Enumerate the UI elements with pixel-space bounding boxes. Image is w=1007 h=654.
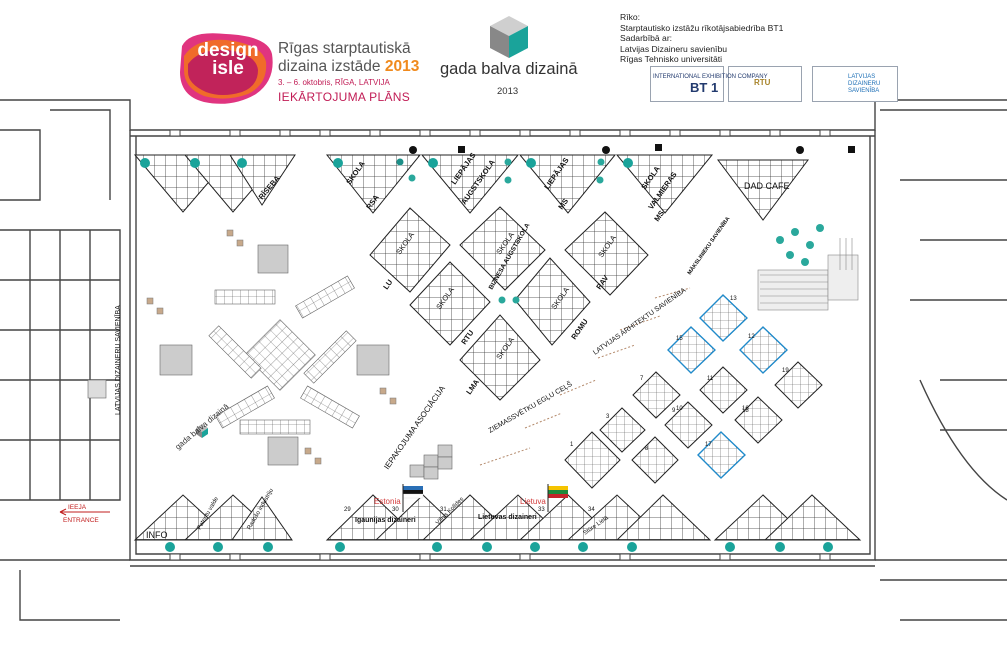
stand-number: 9: [672, 408, 676, 414]
stand-number: 16: [742, 406, 749, 412]
gbd-cube-icon: [490, 16, 528, 58]
organizers-line4: Latvijas Dizaineru savienību: [620, 43, 728, 54]
stand-number: 3: [606, 414, 610, 420]
estonia-flag: [402, 484, 424, 512]
sponsor-lds-line3: SAVIENĪBA: [848, 88, 880, 94]
stand-number: 1: [570, 442, 574, 448]
stand-number: 13: [730, 296, 737, 302]
sponsor-lds-line2: DIZAINERU: [848, 81, 881, 87]
stand-number: 34: [588, 507, 595, 513]
stand-number: 29: [344, 507, 351, 513]
sponsor-bt1-subtitle: INTERNATIONAL EXHIBITION COMPANY: [653, 74, 768, 80]
label-igaunijas: Igaunijas dizaineri: [355, 517, 416, 524]
sponsor-rtu-name: RTU: [754, 78, 771, 87]
decorative-paths: [479, 287, 691, 466]
stand-number: 31: [440, 507, 447, 513]
award-cube-icon: [196, 424, 208, 438]
wall-columns: [169, 129, 831, 561]
sponsor-lds[interactable]: [812, 66, 898, 102]
label-entrance-lv: IEEJA: [68, 504, 87, 511]
label-lds: LATVIJAS DIZAINERU SAVIENĪBA: [114, 305, 122, 415]
label-lithuania: Lietuva: [520, 497, 546, 506]
organizers-line1: Rīko:: [620, 12, 641, 22]
fair-title: Rīgas starptautiskā dizaina izstāde 2013: [278, 40, 419, 76]
stand-number: 30: [392, 507, 399, 513]
fair-plan-title: IEKĀRTOJUMA PLĀNS: [278, 90, 411, 104]
logo-line2: isle: [212, 58, 244, 79]
sponsor-lds-line1: LATVIJAS: [848, 74, 876, 80]
sponsor-bt1[interactable]: [650, 66, 724, 102]
fair-title-line1: Rīgas starptautiskā: [278, 40, 411, 57]
seat-rows: [760, 238, 853, 304]
top-stands: [133, 154, 809, 221]
stand-number: 19: [782, 368, 789, 374]
black-markers: [409, 144, 855, 154]
organizers-line2: Starptautisko izstāžu rīkotājsabiedrība …: [620, 22, 784, 33]
stand-number: 8: [645, 446, 649, 452]
stand-number: 11: [707, 376, 714, 382]
sponsor-rtu[interactable]: [728, 66, 802, 102]
label-lu: LU: [381, 278, 394, 291]
stand-number: 15: [676, 336, 683, 342]
center-stands: [369, 206, 649, 401]
label-lma: LMA: [464, 377, 481, 396]
organizers-line3: Sadarbībā ar:: [620, 33, 673, 44]
bottom-stand-teal-markers: [165, 542, 833, 552]
fair-title-line2: dizaina izstāde: [278, 58, 381, 75]
fair-title-line2-wrap: dizaina izstāde 2013: [278, 58, 419, 76]
fair-dates: 3. – 6. oktobris, RĪGA, LATVIJA: [278, 78, 390, 87]
organizers-line5: Rīgas Tehnisko universitāti: [620, 54, 723, 65]
entrance-arrow-icon: [59, 508, 110, 516]
logo-line1: design: [197, 40, 259, 61]
organizers-block: Rīko: Starptautisko izstāžu rīkotājsabie…: [620, 12, 783, 65]
right-blue-outline-stands: [667, 294, 788, 479]
right-numbered-stands: [564, 294, 823, 489]
lithuania-flag: [547, 484, 568, 512]
sponsor-lds-text: LATVIJAS DIZAINERU SAVIENĪBA: [848, 74, 880, 95]
stand-number: 12: [748, 334, 755, 340]
stand-number: 10: [676, 406, 683, 412]
cross-icons: [146, 229, 397, 465]
design-isle-logo: [180, 33, 273, 104]
building-outline: [0, 99, 1007, 621]
stand-number: 7: [640, 376, 644, 382]
small-table-square: [87, 379, 107, 399]
fair-year: 2013: [384, 58, 420, 75]
stand-number: 17: [705, 442, 712, 448]
sponsor-bt1-name: BT 1: [690, 80, 719, 95]
cafe-benches: [757, 254, 859, 311]
packaging-area: [409, 444, 453, 480]
bottom-stands: [133, 494, 862, 541]
label-lietuvas: Lietuvas dizaineri: [478, 514, 537, 521]
left-cross-area: [159, 244, 390, 466]
cafe-seating: [396, 158, 824, 304]
label-dad-cafe: DAD CAFE: [744, 181, 790, 191]
stand-number: 33: [538, 507, 545, 513]
label-entrance-en: ENTRANCE: [63, 517, 99, 524]
label-makslinieku: MĀKSLINIEKU SAVIENĪBA: [686, 215, 731, 276]
top-stand-teal-markers: [140, 158, 633, 168]
award-year: 2013: [497, 86, 519, 97]
award-name: gada balva dizainā: [440, 60, 578, 78]
stand-number: 18: [742, 408, 749, 414]
design-isle-logo-text: design isle: [196, 40, 260, 79]
label-estonia: Estonia: [374, 497, 401, 506]
stand-numbers: 1 3 7 8 9 10 11 12 13 15 16 17 18 19 29 …: [344, 296, 789, 513]
label-info: INFO: [146, 530, 168, 540]
